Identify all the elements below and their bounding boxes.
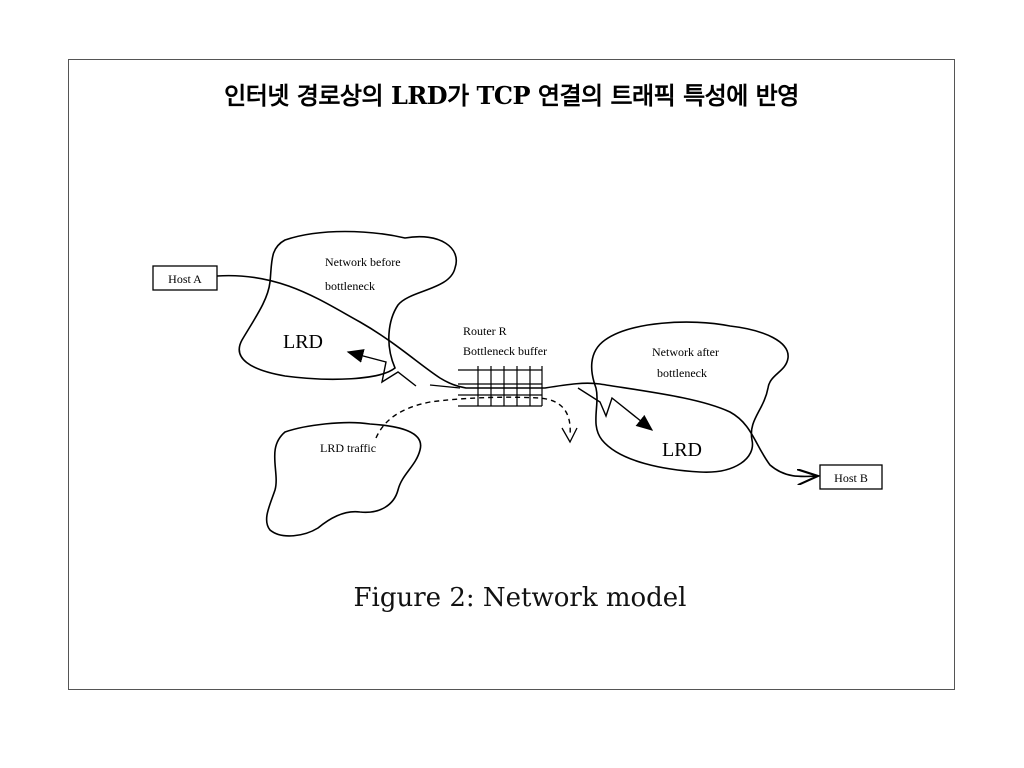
network-after-label-2: bottleneck	[657, 366, 707, 380]
router-buffer	[458, 366, 543, 407]
router-label-1: Router R	[463, 324, 507, 338]
host-a-label: Host A	[168, 272, 202, 286]
lrd-left-arrow	[346, 349, 417, 387]
host-b-label: Host B	[834, 471, 868, 485]
lrd-right-label: LRD	[662, 439, 702, 461]
network-before-label-2: bottleneck	[325, 279, 375, 293]
lrd-traffic-path	[375, 396, 571, 439]
network-before-label-1: Network before	[325, 255, 401, 269]
network-after-label-1: Network after	[652, 345, 719, 359]
router-label-2: Bottleneck buffer	[463, 344, 547, 358]
lrd-traffic-arrowhead	[561, 427, 578, 444]
host-a-box	[152, 265, 218, 291]
lrd-right-arrow	[577, 387, 654, 431]
network-before-cloud	[238, 230, 458, 381]
tcp-connection-path	[216, 274, 818, 477]
slide-frame: 인터넷 경로상의 LRD가 TCP 연결의 트래픽 특성에 반영	[68, 59, 955, 690]
slide-title: 인터넷 경로상의 LRD가 TCP 연결의 트래픽 특성에 반영	[224, 81, 799, 110]
lrd-traffic-cloud	[265, 421, 422, 537]
figure-caption: Figure 2: Network model	[354, 583, 687, 613]
network-after-cloud	[590, 321, 789, 473]
lrd-traffic-label: LRD traffic	[320, 441, 376, 455]
lrd-left-label: LRD	[283, 331, 323, 353]
router-inlet	[429, 384, 461, 389]
